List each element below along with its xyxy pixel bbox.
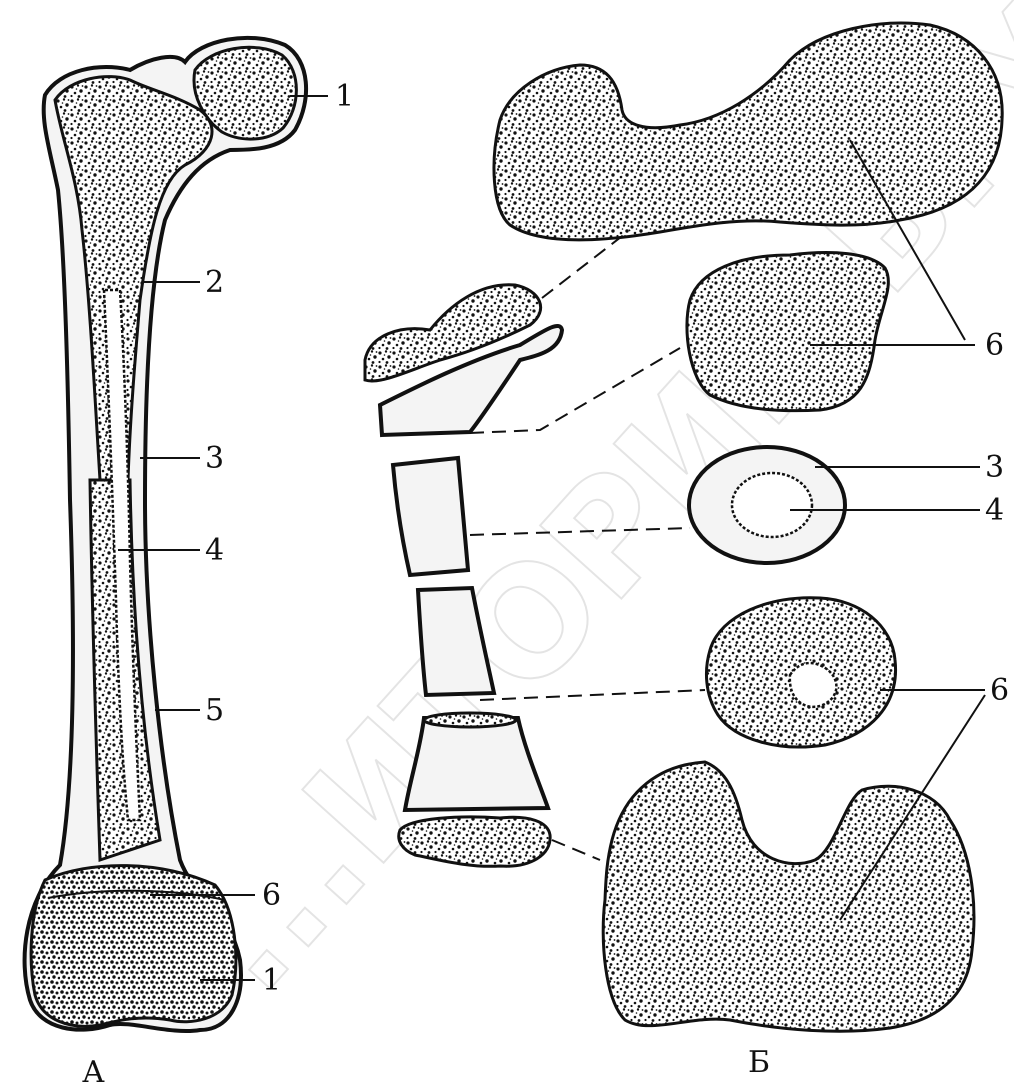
label-b6-bottom: 6 (990, 673, 1009, 708)
label-5: 5 (205, 693, 224, 728)
label-1-head: 1 (335, 79, 354, 114)
label-3: 3 (205, 441, 224, 476)
label-4: 4 (205, 533, 224, 568)
segment-distal-top (424, 713, 516, 727)
section-distal-large (603, 762, 974, 1031)
panel-a-label: А (82, 1055, 105, 1090)
label-1-distal: 1 (262, 963, 281, 998)
label-b3: 3 (985, 450, 1004, 485)
section-proximal-large (494, 23, 1002, 240)
label-6: 6 (262, 878, 281, 913)
section-intertrochanteric (687, 253, 888, 411)
label-b6-top: 6 (985, 328, 1004, 363)
segment-shaft-upper (393, 458, 468, 575)
connector-fifth (552, 840, 600, 860)
panel-b-label: Б (748, 1045, 770, 1080)
distal-spongy (31, 866, 236, 1027)
label-b4: 4 (985, 493, 1004, 528)
label-2: 2 (205, 265, 224, 300)
section-diaphysis-cavity (732, 473, 812, 537)
